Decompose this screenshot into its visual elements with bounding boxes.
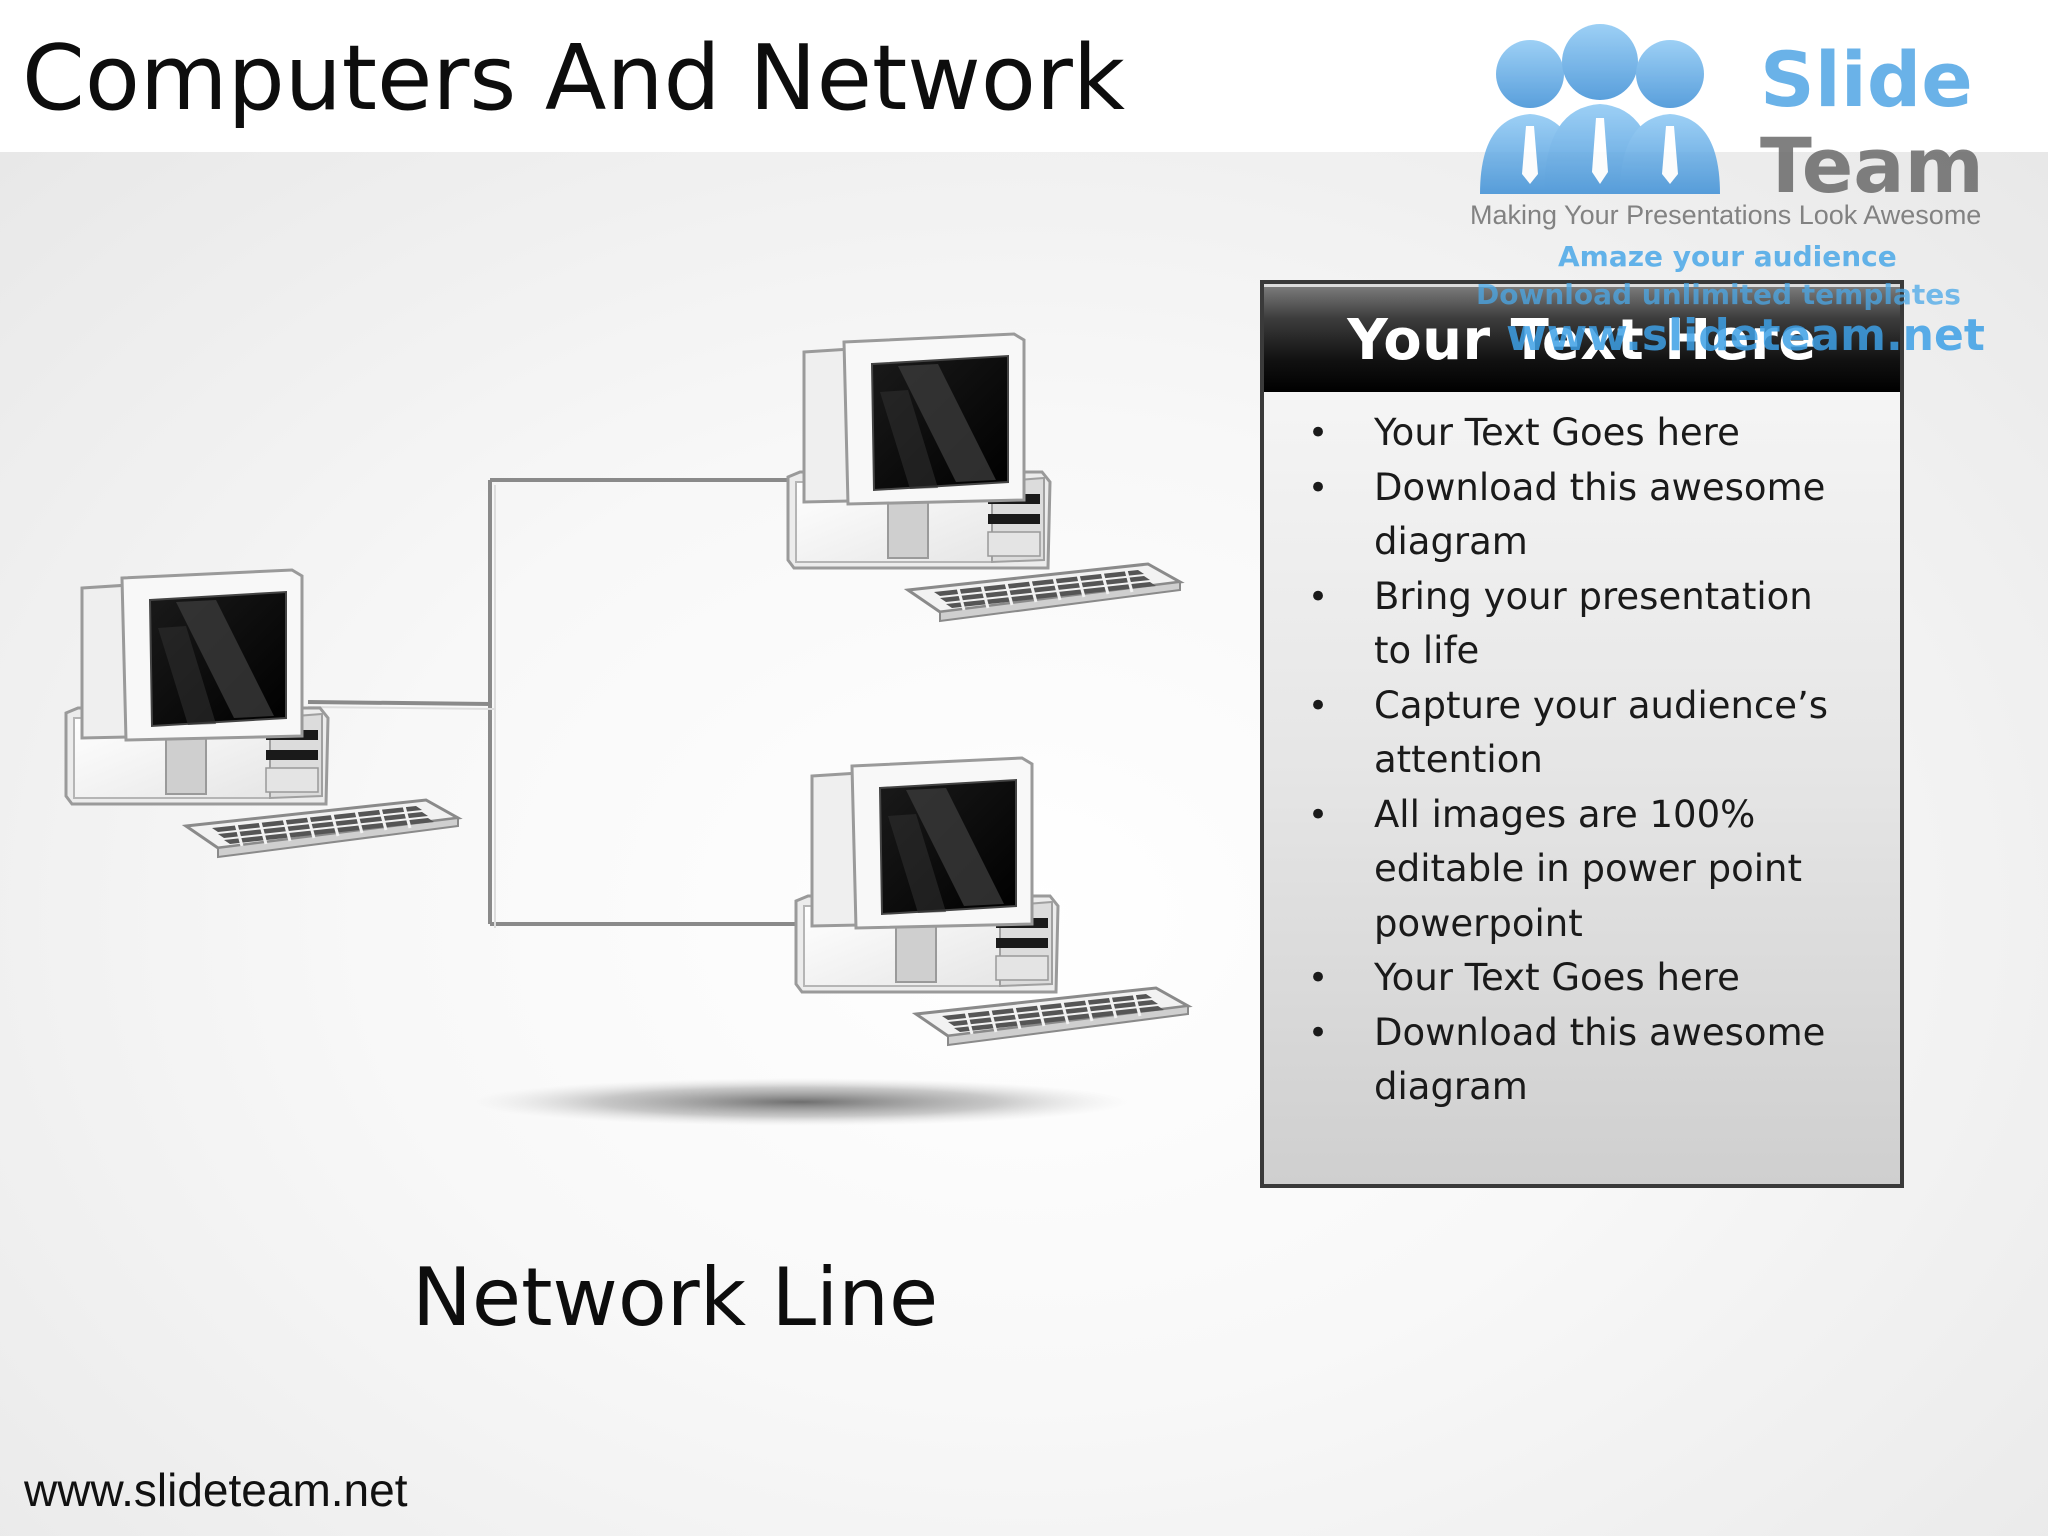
logo-brand-line2: Team bbox=[1760, 121, 1984, 210]
logo-promo-3: www.slideteam.net bbox=[1506, 310, 1985, 354]
bullet-line: Download this awesome bbox=[1374, 465, 1826, 509]
bullet-list: • Your Text Goes here • Download this awes… bbox=[1308, 406, 1868, 1115]
people-icon bbox=[1480, 24, 1720, 194]
line-left-to-hub bbox=[307, 700, 491, 706]
panel-header: Your Text Here bbox=[1264, 284, 1900, 392]
computer-top-right-icon bbox=[786, 332, 1182, 623]
bullet-item: • Bring your presentation to life bbox=[1308, 570, 1868, 679]
bullet-item: • Capture your audience’s attention bbox=[1308, 679, 1868, 788]
bullet-line: Your Text Goes here bbox=[1374, 956, 1740, 999]
logo-promo-2: Download unlimited templates bbox=[1476, 278, 1961, 311]
network-lines bbox=[307, 478, 814, 926]
bullet-item: • Your Text Goes here bbox=[1308, 406, 1868, 461]
bullet-dot-icon: • bbox=[1308, 413, 1329, 453]
computer-left-icon bbox=[64, 568, 460, 859]
bullet-line: Capture your audience’s bbox=[1374, 683, 1829, 727]
slideteam-logo: Slide Team Making Your Presentations Loo… bbox=[1470, 24, 1985, 354]
bullet-line: Download this awesome bbox=[1374, 1010, 1826, 1054]
logo-promo-1: Amaze your audience bbox=[1558, 240, 1897, 273]
bullet-item: • Download this awesome diagram bbox=[1308, 461, 1868, 570]
bullet-dot-icon: • bbox=[1308, 576, 1329, 617]
text-panel: Your Text Here • Your Text Goes here • Dow… bbox=[1260, 280, 1904, 1188]
panel-title: Your Text Here bbox=[1347, 308, 1817, 373]
bullet-line: Your Text Goes here bbox=[1374, 411, 1740, 454]
bullet-line: to life bbox=[1374, 629, 1480, 672]
bullet-line: diagram bbox=[1374, 1065, 1528, 1108]
bullet-item: • Your Text Goes here bbox=[1308, 951, 1868, 1006]
bullet-dot-icon: • bbox=[1308, 685, 1329, 726]
bullet-item: • All images are 100% editable in power po… bbox=[1308, 788, 1868, 952]
bullet-dot-icon: • bbox=[1308, 958, 1329, 998]
bullet-line: All images are 100% bbox=[1374, 792, 1756, 836]
network-label: Network Line bbox=[412, 1251, 939, 1344]
bullet-dot-icon: • bbox=[1308, 467, 1329, 508]
bullet-dot-icon: • bbox=[1308, 1012, 1329, 1053]
bullet-line: editable in power point bbox=[1374, 847, 1802, 890]
bullet-dot-icon: • bbox=[1308, 794, 1329, 835]
title-bar: Computers And Network bbox=[0, 0, 2048, 152]
computer-bottom-right-icon bbox=[794, 756, 1190, 1047]
slide-title: Computers And Network bbox=[22, 26, 1126, 131]
bullet-line: attention bbox=[1374, 738, 1543, 781]
footer-url[interactable]: www.slideteam.net bbox=[24, 1464, 408, 1516]
bullet-line: diagram bbox=[1374, 520, 1528, 563]
logo-brand-line1: Slide bbox=[1760, 35, 1973, 124]
bullet-line: powerpoint bbox=[1374, 901, 1583, 945]
logo-tagline: Making Your Presentations Look Awesome bbox=[1470, 200, 1981, 230]
bullet-item: • Download this awesome diagram bbox=[1308, 1006, 1868, 1115]
bullet-line: Bring your presentation bbox=[1374, 574, 1813, 618]
floor-shadow bbox=[470, 1078, 1130, 1126]
